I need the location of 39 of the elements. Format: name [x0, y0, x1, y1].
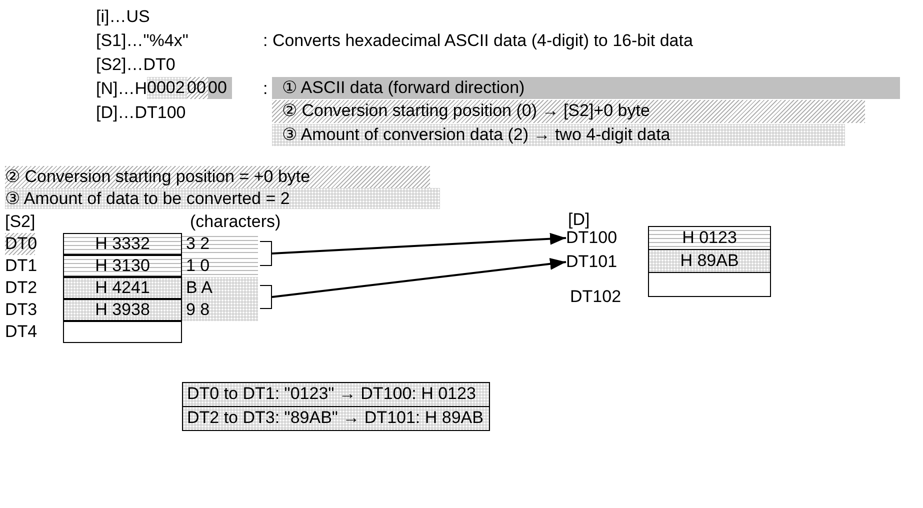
- note-text: ② Conversion starting position (0) → [S2]+0 byte: [272, 100, 865, 123]
- parameter-text: [S1]…"%4x": [96, 30, 188, 52]
- column-heading: (characters): [190, 211, 281, 233]
- character-cell: 1 0: [181, 255, 258, 277]
- memory-cell: H 89AB: [648, 249, 771, 273]
- register-name: DT0: [5, 233, 35, 255]
- memory-cell: H 3332: [63, 233, 182, 255]
- register-name: DT101: [566, 251, 620, 273]
- column-heading: [S2]: [5, 211, 36, 233]
- memory-cell: H 3130: [63, 255, 182, 277]
- character-cell: B A: [181, 277, 258, 299]
- memory-cell: H 3938: [63, 299, 182, 321]
- memory-cell: H 4241: [63, 277, 182, 299]
- value-digits: 00: [187, 77, 208, 99]
- arrow: [272, 258, 566, 298]
- value-digits: 0002: [147, 77, 187, 99]
- value-digits: 00: [208, 77, 232, 99]
- parameter-text: [i]…US: [96, 6, 150, 28]
- parameter-text: [S2]…DT0: [96, 54, 176, 76]
- colon-text: :: [263, 78, 268, 100]
- note-text: ③ Amount of conversion data (2) → two 4-digit data: [272, 124, 845, 146]
- parameter-text: [N]…H: [96, 78, 147, 100]
- register-name: DT4: [5, 321, 38, 343]
- memory-cell: H 0123: [648, 226, 771, 250]
- result-cell: DT2 to DT3: "89AB" → DT101: H 89AB: [182, 406, 490, 431]
- parameter-text: [D]…DT100: [96, 102, 186, 124]
- character-cell: 3 2: [181, 233, 258, 255]
- note-text: ① ASCII data (forward direction): [272, 77, 900, 99]
- description-text: : Converts hexadecimal ASCII data (4-digit) to 16-bit data: [263, 30, 693, 52]
- character-cell: 9 8: [181, 299, 258, 321]
- note-text: ② Conversion starting position = +0 byte: [5, 166, 430, 188]
- bracket: [260, 285, 272, 309]
- result-cell: DT0 to DT1: "0123" → DT100: H 0123: [182, 382, 490, 407]
- register-name: DT1: [5, 255, 38, 277]
- bracket: [260, 241, 272, 266]
- register-name: DT2: [5, 277, 38, 299]
- register-name: DT102: [570, 286, 622, 308]
- register-name: DT3: [5, 299, 38, 321]
- note-text: ③ Amount of data to be converted = 2: [5, 188, 440, 209]
